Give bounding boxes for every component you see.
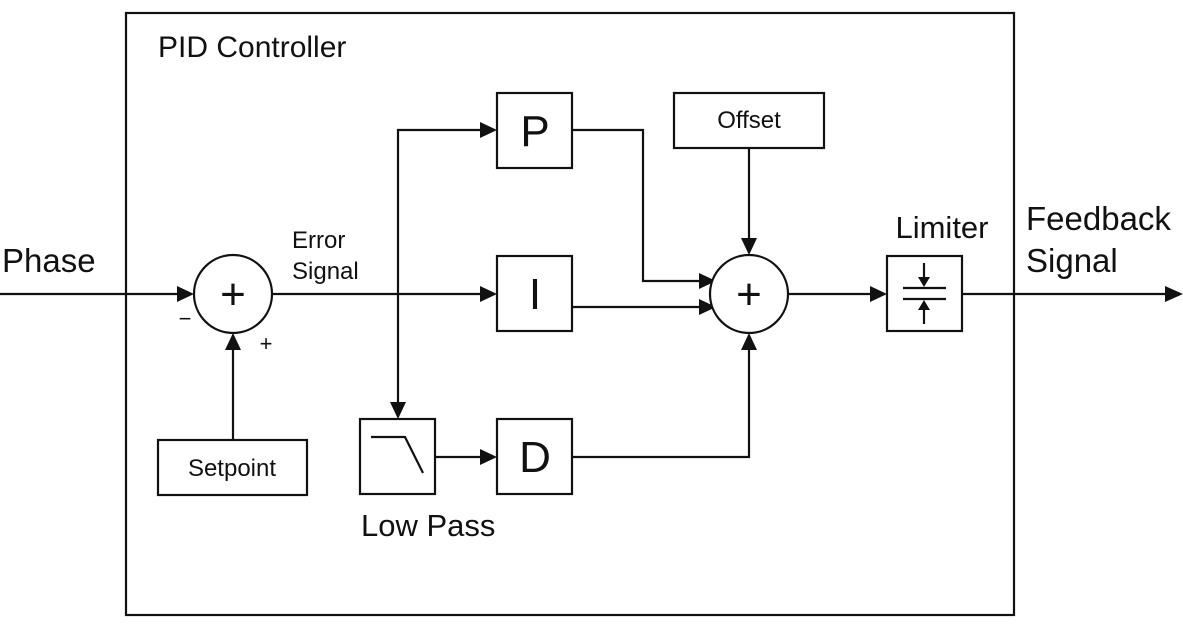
arrowhead-icon — [870, 286, 887, 302]
arrowhead-icon — [480, 449, 497, 465]
arrowhead-icon — [177, 286, 194, 302]
arrowhead-icon — [1165, 286, 1183, 302]
arrowhead-icon — [699, 273, 716, 289]
summer-plus-symbol: + — [220, 270, 246, 319]
p-block: P — [495, 91, 574, 170]
offset-block: Offset — [672, 91, 826, 150]
feedback-signal-label-line2: Signal — [1026, 242, 1118, 279]
lowpass-box — [358, 417, 437, 496]
arrowheads — [177, 122, 1183, 465]
d-output-line — [573, 348, 751, 459]
p-output-line — [573, 128, 702, 283]
arrowhead-icon — [480, 122, 497, 138]
arrowhead-icon — [480, 286, 497, 302]
p-label: P — [520, 107, 549, 156]
feedback-signal-label-line1: Feedback — [1026, 200, 1171, 237]
summer-circle — [192, 253, 274, 335]
lowpass-label: Low Pass — [361, 508, 495, 543]
arrowhead-icon — [741, 333, 757, 350]
error-summing-junction: + − + — [179, 253, 274, 356]
limiter-icon — [903, 263, 946, 324]
pid-controller-boundary — [124, 11, 1016, 617]
i-label: I — [529, 270, 541, 319]
summer-plus-symbol: + — [736, 270, 762, 319]
plus-sign: + — [260, 331, 273, 356]
offset-label: Offset — [717, 107, 781, 134]
setpoint-label: Setpoint — [188, 455, 276, 482]
lowpass-filter-icon — [371, 435, 424, 474]
arrowhead-icon — [741, 238, 757, 255]
minus-sign: − — [179, 306, 192, 331]
d-block: D — [495, 417, 574, 496]
p-branch-line — [396, 128, 483, 294]
setpoint-block: Setpoint — [156, 438, 309, 497]
setpoint-box — [156, 438, 309, 497]
summer-circle — [708, 253, 790, 335]
i-box — [495, 254, 574, 333]
output-summing-junction: + — [708, 253, 790, 335]
error-signal-label-line1: Error — [292, 227, 345, 254]
d-label: D — [519, 433, 551, 482]
limiter-label: Limiter — [895, 210, 988, 245]
arrowhead-icon — [390, 402, 406, 419]
limiter-block: Limiter — [885, 210, 989, 333]
signal-lines — [0, 128, 1166, 459]
d-box — [495, 417, 574, 496]
i-block: I — [495, 254, 574, 333]
arrowhead-icon — [225, 333, 241, 350]
error-signal-label-line2: Signal — [292, 258, 359, 285]
lowpass-block: Low Pass — [358, 417, 495, 543]
arrowhead-icon — [699, 299, 716, 315]
phase-label: Phase — [2, 242, 96, 279]
pid-controller-title: PID Controller — [158, 31, 346, 64]
offset-box — [672, 91, 826, 150]
p-box — [495, 91, 574, 170]
